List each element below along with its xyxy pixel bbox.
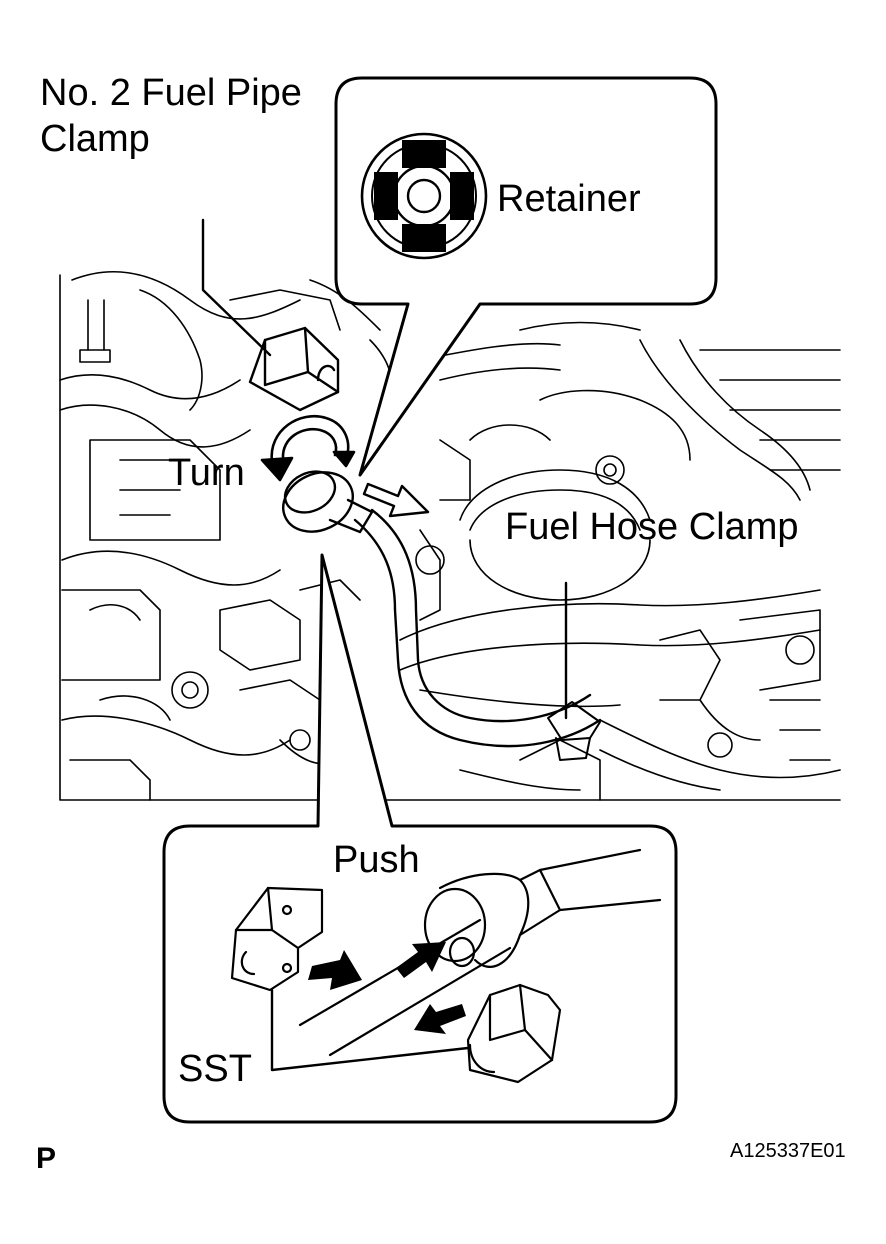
clamp-part-icon (248, 326, 340, 412)
fuel-pipe-connector (282, 470, 374, 534)
corner-page-letter: P (36, 1142, 57, 1175)
inset-clamp-part (466, 983, 562, 1084)
push-callout (162, 553, 678, 1124)
inset-push-arrows (308, 942, 466, 1034)
push-arrow-icon (362, 482, 430, 518)
label-turn: Turn (168, 452, 245, 494)
label-push: Push (333, 839, 420, 881)
label-sst: SST (178, 1048, 252, 1090)
retainer-callout (334, 76, 718, 477)
fuel-hose (353, 508, 602, 748)
leader-line-pipe-clamp (201, 218, 272, 357)
sst-tool-icon (230, 886, 324, 992)
label-fuel-pipe-clamp-line2: Clamp (40, 118, 150, 160)
turn-arrow-icon (260, 415, 356, 482)
fuel-hose-clamp-part (547, 701, 601, 761)
figure-id: A125337E01 (730, 1140, 846, 1162)
label-fuel-hose-clamp: Fuel Hose Clamp (505, 506, 799, 548)
label-fuel-pipe-clamp-line1: No. 2 Fuel Pipe (40, 72, 302, 114)
label-retainer: Retainer (497, 178, 641, 220)
inset-fuel-pipe (298, 848, 662, 1057)
retainer-icon (360, 132, 488, 260)
leader-line-sst (270, 988, 470, 1072)
